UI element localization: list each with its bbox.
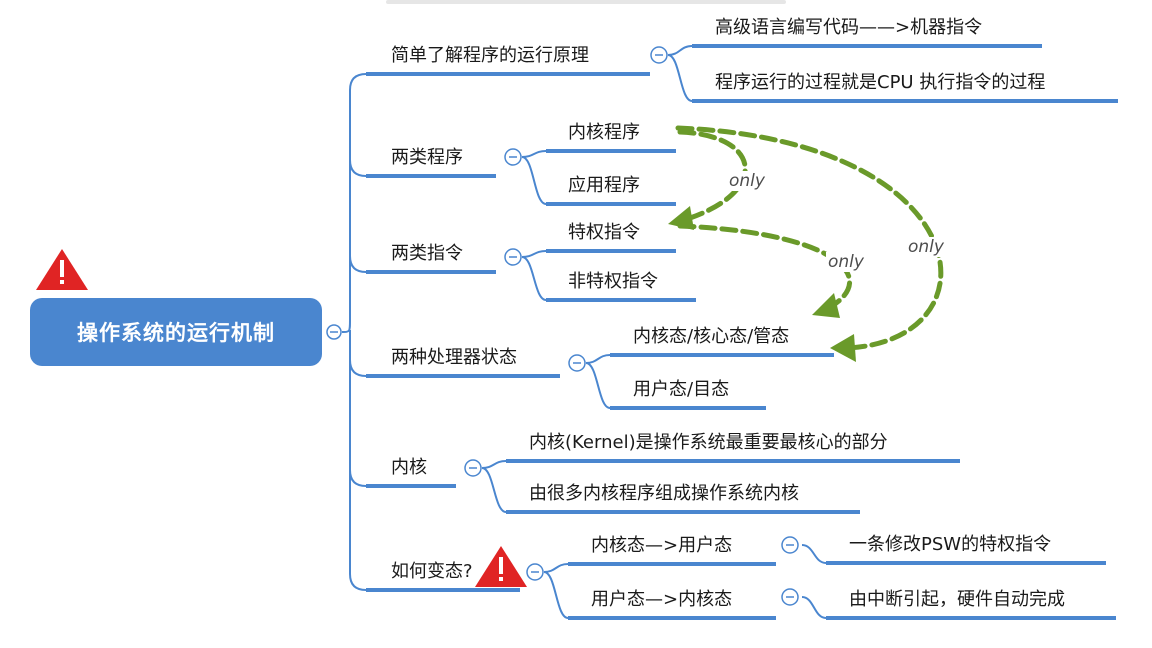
only-annotation-2: only [906,237,946,257]
arrow-kernel-to-privileged [677,129,748,221]
branch-run-principle[interactable]: 简单了解程序的运行原理 [391,45,589,66]
collapse-toggle-branch-1 [650,46,668,64]
arrowheads [668,206,856,362]
leaf-cpu-execute[interactable]: 程序运行的过程就是CPU 执行指令的过程 [715,72,1046,93]
leaf-psw-instruction[interactable]: 一条修改PSW的特权指令 [849,534,1052,555]
collapse-toggle-branch-3 [504,248,522,266]
warning-icon [475,546,527,587]
branch-processor-states[interactable]: 两种处理器状态 [391,347,517,368]
leaf-user-mode[interactable]: 用户态/目态 [633,379,730,400]
leaf-privileged-instruction[interactable]: 特权指令 [568,222,640,243]
underlines [366,44,1118,620]
only-arrows [675,125,944,351]
warning-icons [36,249,527,587]
collapse-toggle-branch-4 [568,354,586,372]
collapse-toggle-branch-5 [464,459,482,477]
only-annotation-3: only [826,252,866,272]
root-node[interactable]: 操作系统的运行机制 [30,298,322,366]
collapse-toggle-transition-2 [781,588,799,606]
leaf-app-program[interactable]: 应用程序 [568,175,640,196]
leaf-high-level-to-machine[interactable]: 高级语言编写代码——>机器指令 [715,17,983,38]
leaf-kernel-definition[interactable]: 内核(Kernel)是操作系统最重要最核心的部分 [529,432,888,453]
branch-kernel[interactable]: 内核 [391,457,427,478]
branch-mode-switch[interactable]: 如何变态? [391,561,473,582]
arrow-privileged-to-kernel-mode [677,223,853,309]
leaf-user-to-kernel[interactable]: 用户态—>内核态 [591,589,733,610]
leaf-kernel-program[interactable]: 内核程序 [568,122,640,143]
connector-lines [341,45,827,619]
branch-instruction-types[interactable]: 两类指令 [391,243,463,264]
collapse-toggle-transition-1 [781,536,799,554]
warning-icon [36,249,88,290]
leaf-interrupt-hardware[interactable]: 由中断引起，硬件自动完成 [849,589,1065,610]
leaf-nonprivileged-instruction[interactable]: 非特权指令 [568,271,658,292]
top-scroll-indicator [386,0,786,4]
leaf-kernel-composition[interactable]: 由很多内核程序组成操作系统内核 [529,483,799,504]
collapse-toggle-root [326,324,342,340]
collapse-toggle-branch-2 [504,148,522,166]
arrow-kernel-to-kernel-mode [675,125,944,351]
collapse-toggles[interactable] [326,46,799,606]
connector-1 [341,73,367,333]
collapse-toggle-branch-6 [526,563,544,581]
only-annotation-1: only [727,171,767,191]
branch-program-types[interactable]: 两类程序 [391,147,463,168]
leaf-kernel-mode[interactable]: 内核态/核心态/管态 [633,326,790,347]
leaf-kernel-to-user[interactable]: 内核态—>用户态 [591,535,733,556]
